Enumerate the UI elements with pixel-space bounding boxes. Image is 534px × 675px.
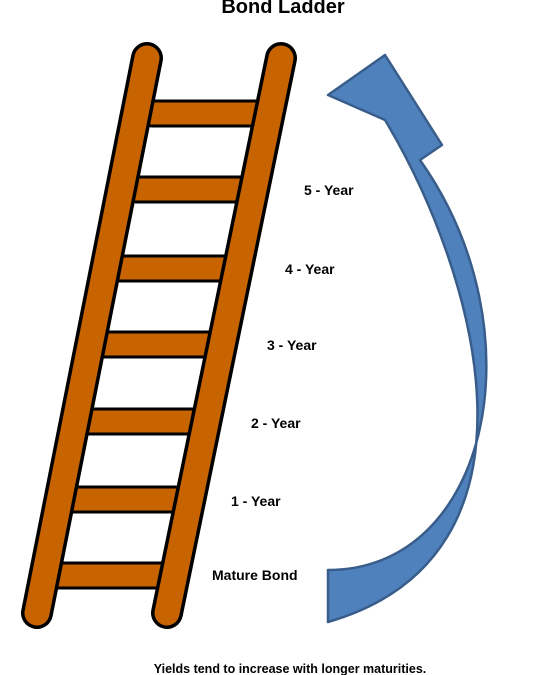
label-three-year: 3 - Year — [267, 337, 317, 353]
diagram-caption: Yields tend to increase with longer matu… — [154, 662, 427, 675]
ladder-rail-right — [154, 45, 294, 626]
ladder-rung — [41, 561, 177, 590]
diagram-title: Bond Ladder — [221, 0, 345, 18]
label-five-year: 5 - Year — [304, 182, 354, 198]
label-one-year: 1 - Year — [231, 493, 281, 509]
curved-arrow-icon — [326, 53, 488, 624]
ladder-icon — [21, 42, 297, 629]
label-mature-bond: Mature Bond — [212, 567, 298, 583]
ladder-rail-left — [24, 45, 160, 626]
label-two-year: 2 - Year — [251, 415, 301, 431]
label-four-year: 4 - Year — [285, 261, 335, 277]
